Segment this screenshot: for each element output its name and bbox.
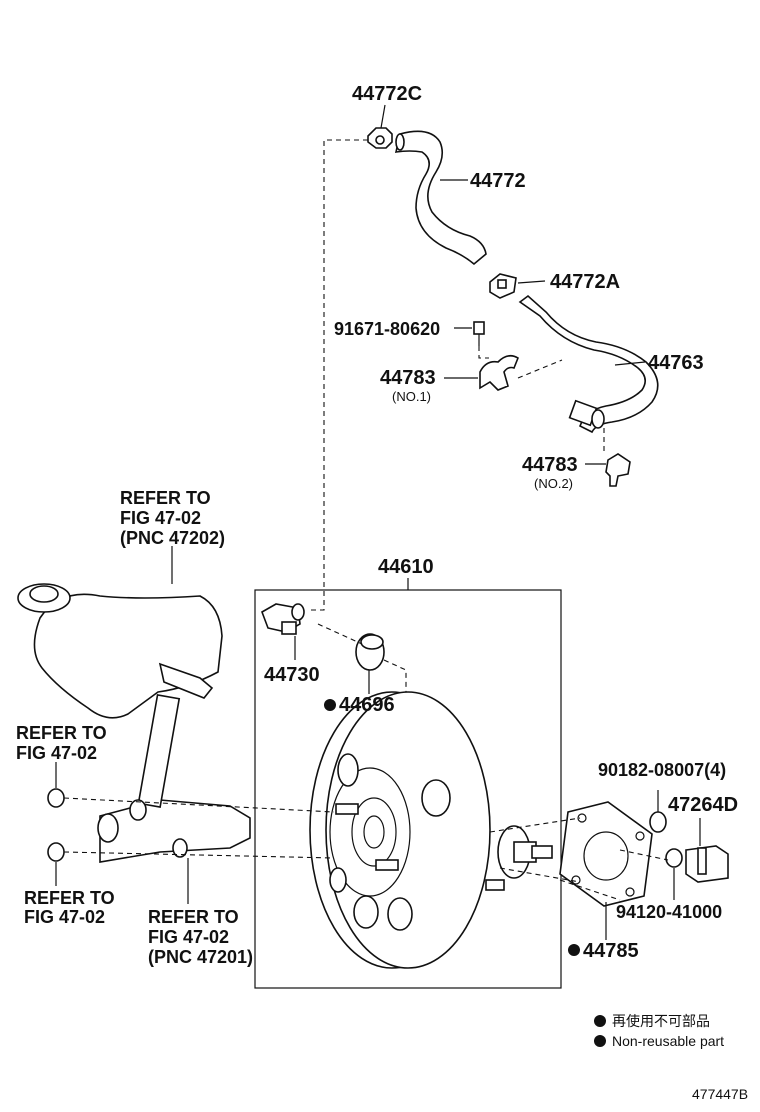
reservoir [17, 583, 223, 719]
non-reusable-marker-icon [324, 699, 336, 711]
label-44763: 44763 [648, 352, 704, 374]
ref-master-line2: FIG 47-02 [148, 927, 229, 947]
clip-44772c [367, 127, 393, 149]
ref-left-bottom-line2: FIG 47-02 [24, 907, 105, 927]
clevis-47264d [685, 845, 729, 883]
push-rod [485, 825, 553, 891]
ref-left-top-line1: REFER TO [16, 723, 107, 743]
bolt-91671 [473, 321, 485, 346]
label-44785: 44785 [583, 940, 639, 962]
grommet-44696 [355, 633, 385, 671]
ref-master-line3: (PNC 47201) [148, 947, 253, 967]
label-44772: 44772 [470, 170, 526, 192]
ref-reservoir-line1: REFER TO [120, 488, 211, 508]
label-90182: 90182-08007(4) [598, 760, 726, 780]
legend-english: Non-reusable part [612, 1033, 724, 1049]
hose-44772 [394, 130, 487, 266]
legend-marker-icon [594, 1035, 606, 1047]
label-44772c: 44772C [352, 83, 422, 105]
check-valve-44730 [261, 603, 305, 635]
figure-id: 477447B [692, 1086, 748, 1102]
label-44772a: 44772A [550, 271, 620, 293]
nut-94120 [665, 848, 683, 868]
label-44783-no2: 44783 [522, 454, 578, 476]
label-44730: 44730 [264, 664, 320, 686]
ref-reservoir-line3: (PNC 47202) [120, 528, 225, 548]
legend-japanese: 再使用不可部品 [612, 1013, 710, 1029]
label-91671: 91671-80620 [334, 319, 440, 339]
master-cylinder [97, 693, 251, 863]
legend-marker-icon [594, 1015, 606, 1027]
hose-44763 [518, 294, 659, 434]
label-44783-no1-note: (NO.1) [392, 389, 431, 404]
bracket-44783-no2 [605, 453, 631, 487]
ref-master-line1: REFER TO [148, 907, 239, 927]
ref-left-top-line2: FIG 47-02 [16, 743, 97, 763]
label-44783-no2-note: (NO.2) [534, 476, 573, 491]
nut-90182 [649, 811, 667, 833]
label-47264d: 47264D [668, 794, 738, 816]
fitting-bottom [47, 842, 65, 862]
label-44610: 44610 [378, 556, 434, 578]
ref-reservoir-line2: FIG 47-02 [120, 508, 201, 528]
fitting-top [47, 788, 65, 808]
label-94120: 94120-41000 [616, 902, 722, 922]
label-44783-no1: 44783 [380, 367, 436, 389]
ref-left-bottom-line1: REFER TO [24, 888, 115, 908]
non-reusable-marker-icon [568, 944, 580, 956]
clip-44772a [489, 273, 517, 299]
brake-booster-44610 [309, 691, 491, 969]
label-44696: 44696 [339, 694, 395, 716]
gasket-44785 [559, 801, 653, 907]
bracket-44783-no1 [479, 354, 519, 391]
